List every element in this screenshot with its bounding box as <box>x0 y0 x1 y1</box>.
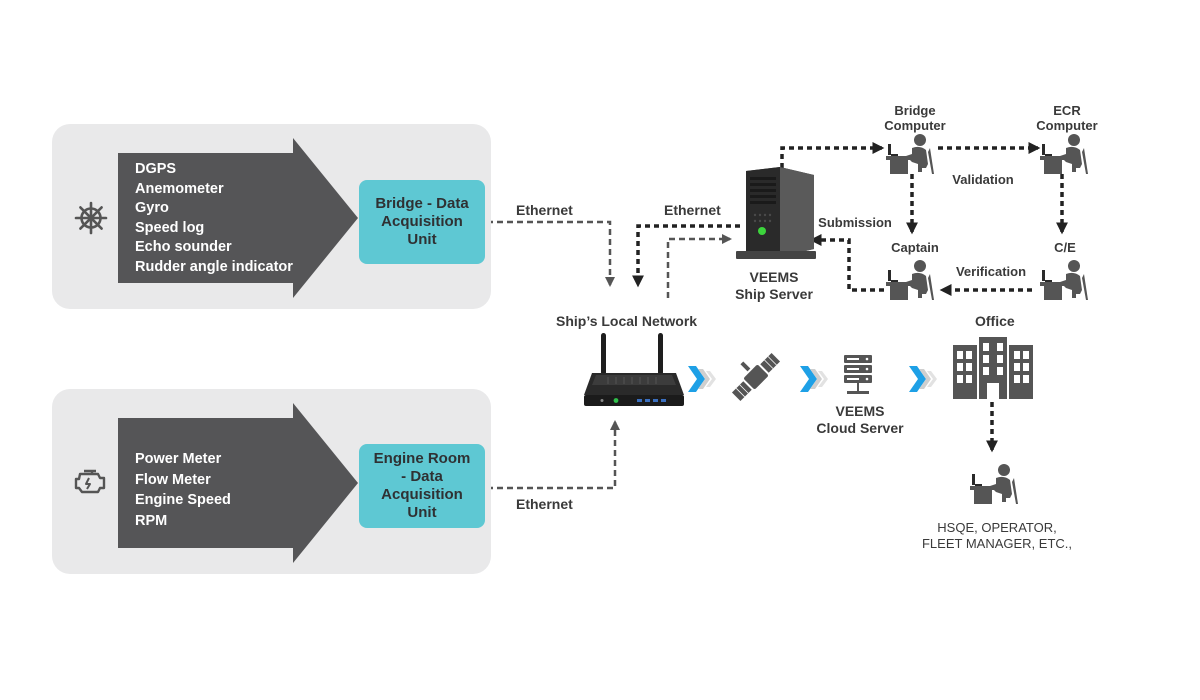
tower-server-icon <box>736 167 816 259</box>
verification-label: Verification <box>955 264 1027 279</box>
bridge-daq-label: Bridge - Data Acquisition Unit <box>375 195 469 248</box>
captain-person-icon <box>886 260 934 300</box>
bridge-computer-label-line1: Bridge <box>894 103 936 118</box>
ship-server-label-line1: VEEMS <box>749 269 799 285</box>
engine-daq-label: Engine Room - Data Acquisition Unit <box>373 450 471 521</box>
ship-server-label-line2: Ship Server <box>735 286 813 302</box>
cloud-server-label-line1: VEEMS <box>835 403 885 419</box>
office-building-icon <box>953 337 1033 399</box>
cloud-server-label-line2: Cloud Server <box>816 420 904 436</box>
cloud-server-label: VEEMS Cloud Server <box>810 403 910 437</box>
submission-label: Submission <box>818 215 892 230</box>
ethernet-label-engine: Ethernet <box>516 496 573 512</box>
validation-label: Validation <box>952 172 1014 187</box>
sensor-item: Engine Speed <box>135 492 231 508</box>
chief-engineer-label: C/E <box>1054 240 1076 255</box>
submission-line <box>809 234 884 292</box>
ecr-computer-label: ECR Computer <box>1024 103 1110 133</box>
engine-icon <box>74 469 106 494</box>
sensor-item: DGPS <box>135 161 177 177</box>
ship-server-label: VEEMS Ship Server <box>724 269 824 303</box>
chevron-group-2 <box>800 366 828 392</box>
chevron-group-1 <box>688 366 716 392</box>
office-users-line2: FLEET MANAGER, ETC., <box>921 536 1072 551</box>
office-users-label: HSQE, OPERATOR, FLEET MANAGER, ETC., <box>907 520 1087 552</box>
sensor-item: Flow Meter <box>135 471 211 488</box>
sensor-item: Power Meter <box>135 451 222 467</box>
sensor-item: Gyro <box>135 200 169 216</box>
bridge-computer-person-icon <box>886 134 934 174</box>
office-users-person-icon <box>970 464 1018 504</box>
office-users-line1: HSQE, OPERATOR, <box>937 520 1057 535</box>
server-to-bridge-computer-line <box>780 142 885 168</box>
chief-engineer-person-icon <box>1040 260 1088 300</box>
bridge-ethernet-line <box>487 220 615 287</box>
sensor-item: Anemometer <box>135 180 224 197</box>
bridge-sensor-list: DGPS Anemometer Gyro Speed log Echo soun… <box>135 160 293 277</box>
ecr-computer-label-line1: ECR <box>1053 103 1081 118</box>
bridge-sensors-arrow <box>118 138 358 298</box>
network-label: Ship’s Local Network <box>556 313 698 329</box>
engine-sensors-arrow <box>118 403 358 563</box>
satellite-icon <box>731 352 781 402</box>
server-to-network-line <box>632 224 740 288</box>
sensor-item: Speed log <box>135 219 205 236</box>
engine-ethernet-line <box>487 420 620 490</box>
cloud-server-icon <box>844 355 872 394</box>
ecr-computer-label-line2: Computer <box>1036 118 1098 133</box>
sensor-item: RPM <box>135 512 168 529</box>
sensor-item: Rudder angle indicator <box>135 258 293 275</box>
office-label: Office <box>975 313 1015 329</box>
router-icon <box>584 333 684 406</box>
ecr-computer-person-icon <box>1040 134 1088 174</box>
sensor-item: Echo sounder <box>135 239 232 255</box>
captain-label: Captain <box>891 240 939 255</box>
engine-daq-unit: Engine Room - Data Acquisition Unit <box>359 444 485 528</box>
ethernet-label-server: Ethernet <box>664 202 721 218</box>
ship-wheel-icon <box>74 201 108 235</box>
bridge-computer-label: Bridge Computer <box>872 103 958 133</box>
engine-sensor-list: Power Meter Flow Meter Engine Speed RPM <box>135 449 231 531</box>
chevron-group-3 <box>909 366 937 392</box>
bridge-computer-label-line2: Computer <box>884 118 946 133</box>
network-to-server-line <box>666 234 732 298</box>
ethernet-label-bridge: Ethernet <box>516 202 573 218</box>
bridge-daq-unit: Bridge - Data Acquisition Unit <box>359 180 485 264</box>
